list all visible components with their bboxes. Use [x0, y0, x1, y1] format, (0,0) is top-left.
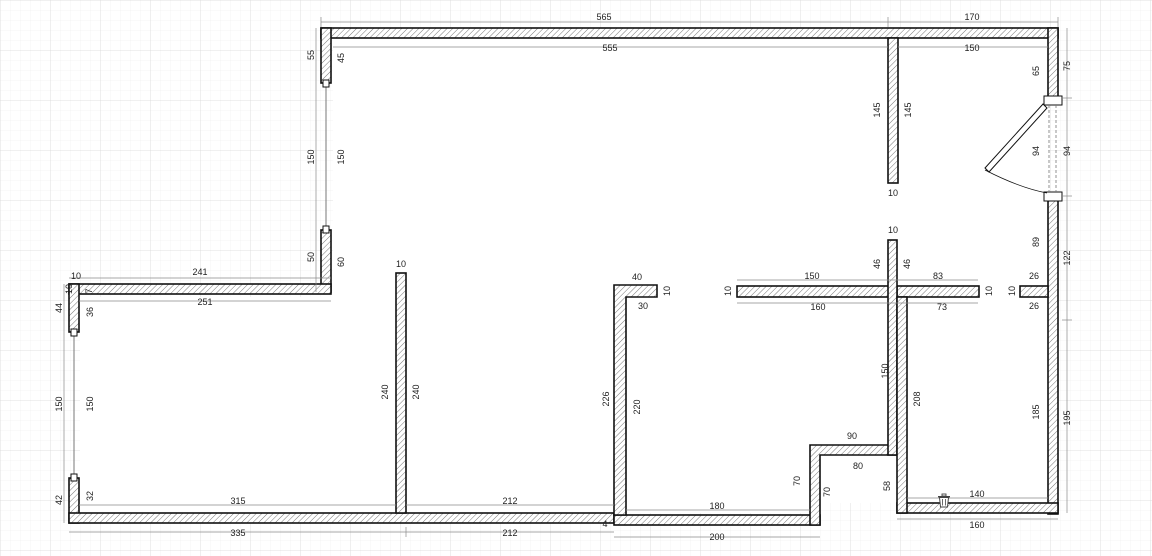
dim-notch-80: 80 — [853, 461, 863, 471]
dim-left-7: 7 — [84, 288, 94, 293]
dim-hwall-150: 150 — [804, 271, 819, 281]
dim-bottom-180: 180 — [709, 501, 724, 511]
partition-wall-2[interactable] — [613, 284, 658, 516]
dim-right-122: 122 — [1062, 250, 1072, 265]
trash-icon[interactable] — [938, 493, 950, 508]
vwall-center[interactable] — [887, 239, 898, 456]
dim-right-58: 58 — [882, 481, 892, 491]
wall-left-upper-b[interactable] — [320, 229, 332, 293]
dim-wall1-240-right: 240 — [411, 384, 421, 399]
dim-vwall-150: 150 — [880, 363, 890, 378]
walls[interactable] — [68, 27, 1059, 526]
dim-right-bottom-160: 160 — [969, 520, 984, 530]
wall-left-upper-a[interactable] — [320, 27, 332, 84]
dim-wall2-40: 40 — [632, 272, 642, 282]
dim-hwall-10-right: 10 — [984, 286, 994, 296]
dim-wall2-220: 220 — [632, 399, 642, 414]
dim-right-89: 89 — [1031, 237, 1041, 247]
dim-right-195: 195 — [1062, 410, 1072, 425]
dimension-lines — [63, 17, 1072, 538]
door-frame-top[interactable] — [1043, 95, 1063, 106]
dim-partition-145-left: 145 — [872, 102, 882, 117]
dim-bottom-315: 315 — [230, 496, 245, 506]
dim-hwall-46-right: 46 — [902, 259, 912, 269]
partition-wall-1[interactable] — [395, 272, 407, 514]
dim-partition-145-right: 145 — [903, 102, 913, 117]
dim-bottom-212-outer: 212 — [502, 528, 517, 538]
dim-upper-window-inner: 150 — [336, 149, 346, 164]
wall-right-lower[interactable] — [1047, 195, 1059, 515]
dim-wall1-240-left: 240 — [380, 384, 390, 399]
window-left-top-jamb[interactable] — [70, 328, 78, 337]
dim-bottom-212-inner: 212 — [502, 496, 517, 506]
wall-bottom-mid[interactable] — [613, 514, 821, 526]
dim-wall2-10: 10 — [662, 286, 672, 296]
dim-top-overall: 565 — [596, 12, 611, 22]
wall-top[interactable] — [320, 27, 1059, 39]
dim-stub-26-bottom: 26 — [1029, 301, 1039, 311]
dim-mid-left-60: 60 — [336, 257, 346, 267]
door-swing-arc — [984, 169, 1048, 194]
dim-left-window-outer: 150 — [54, 396, 64, 411]
wall-bottom-right[interactable] — [896, 502, 1059, 514]
openings[interactable] — [70, 79, 1063, 482]
dim-right-94-inner: 94 — [1031, 146, 1041, 156]
dim-right-75: 75 — [1062, 61, 1072, 71]
dim-right-94-outer: 94 — [1062, 146, 1072, 156]
dim-hwall-46-left: 46 — [872, 259, 882, 269]
dim-left-window-inner: 150 — [85, 396, 95, 411]
dim-hwall-73: 73 — [937, 302, 947, 312]
partition-upper[interactable] — [887, 37, 899, 184]
dim-left-36: 36 — [85, 307, 95, 317]
dim-hwall-10-left: 10 — [723, 286, 733, 296]
dim-notch-70-left: 70 — [792, 476, 802, 486]
wall-right-upper[interactable] — [1047, 27, 1059, 99]
dim-step-10: 10 — [71, 271, 81, 281]
dim-step-251: 251 — [197, 297, 212, 307]
dim-right-65: 65 — [1031, 66, 1041, 76]
dim-left-44: 44 — [54, 303, 64, 313]
dim-notch-90: 90 — [847, 431, 857, 441]
dim-notch-70-right: 70 — [822, 487, 832, 497]
dim-left-10: 10 — [64, 284, 74, 294]
dim-hwall-83: 83 — [933, 271, 943, 281]
stub-right[interactable] — [1019, 285, 1049, 298]
dim-stub-26-top: 26 — [1029, 271, 1039, 281]
dim-partition-10: 10 — [888, 188, 898, 198]
wall-step-top[interactable] — [68, 283, 332, 295]
dim-bottom-4: 4 — [602, 519, 607, 529]
dim-wall1-10: 10 — [396, 259, 406, 269]
dim-mid-left-50: 50 — [306, 252, 316, 262]
dim-top-right-inner: 150 — [964, 43, 979, 53]
dim-left-42: 42 — [54, 495, 64, 505]
dim-upper-left-45: 45 — [336, 53, 346, 63]
room-floor[interactable] — [80, 38, 1048, 513]
vwall-lower[interactable] — [896, 296, 908, 514]
dim-upper-window-outer: 150 — [306, 149, 316, 164]
dim-bottom-335: 335 — [230, 528, 245, 538]
dim-left-32: 32 — [85, 491, 95, 501]
dim-bottom-200: 200 — [709, 532, 724, 542]
dim-hwall-10-top: 10 — [888, 225, 898, 235]
dim-vwall-208: 208 — [912, 391, 922, 406]
window-upper-bottom-jamb[interactable] — [322, 225, 330, 234]
window-upper-top-jamb[interactable] — [322, 79, 330, 88]
window-left-bottom-jamb[interactable] — [70, 473, 78, 482]
dim-right-bottom-140: 140 — [969, 489, 984, 499]
dim-right-185: 185 — [1031, 404, 1041, 419]
dimension-labels: 565 170 555 150 55 45 150 150 50 60 10 2… — [54, 12, 1072, 542]
hwall-left[interactable] — [736, 285, 890, 298]
dim-upper-left-55: 55 — [306, 50, 316, 60]
dim-wall2-226: 226 — [601, 391, 611, 406]
dim-stub-10: 10 — [1007, 286, 1017, 296]
wall-bottom-left[interactable] — [68, 512, 615, 524]
dim-top-inner: 555 — [602, 43, 617, 53]
dim-step-241: 241 — [192, 267, 207, 277]
door-frame-bottom[interactable] — [1043, 191, 1063, 202]
dim-top-right-overall: 170 — [964, 12, 979, 22]
hwall-right[interactable] — [896, 285, 980, 298]
dim-wall2-30: 30 — [638, 301, 648, 311]
dim-hwall-160: 160 — [810, 302, 825, 312]
